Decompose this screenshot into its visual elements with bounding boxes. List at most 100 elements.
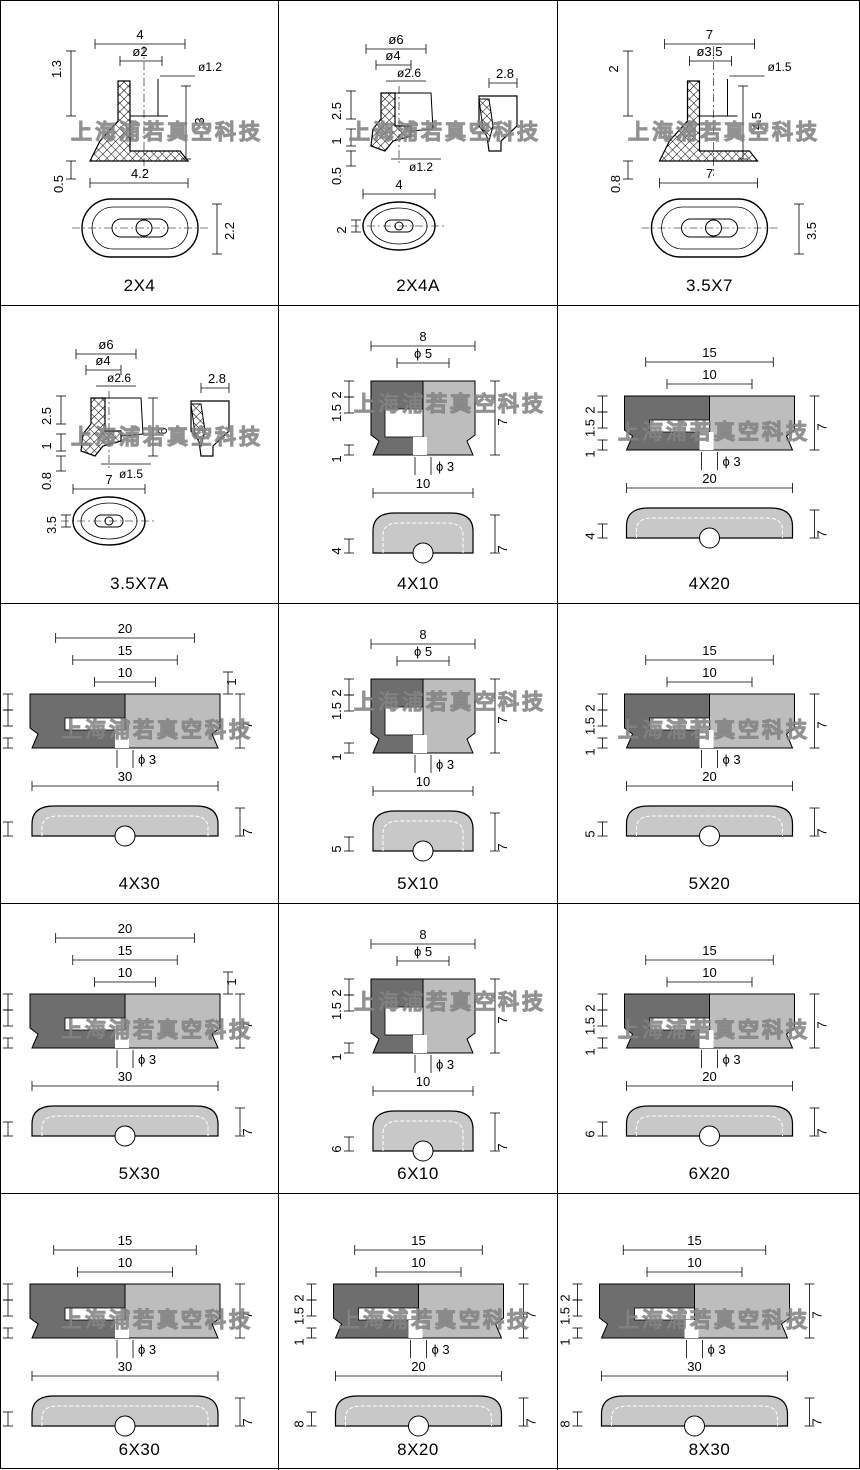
cup-cavity [634, 1307, 695, 1321]
dimension-label: 5 [329, 845, 344, 852]
dimension-label: 7 [524, 1418, 539, 1425]
dimension-label: 8 [419, 927, 426, 942]
dimension-label: ϕ 3 [722, 752, 740, 767]
model-title: 6X20 [688, 1164, 731, 1183]
dimension-label: 6 [583, 1130, 598, 1137]
model-title: 6X10 [397, 1164, 439, 1183]
dimension-label: 7 [810, 1311, 825, 1318]
dimension-label: 2 [1, 704, 3, 711]
dimension-label: 2 [583, 406, 598, 413]
dimension-label: 6 [155, 427, 170, 434]
model-title: 8X30 [688, 1440, 731, 1459]
dimension-label: 1.5 [583, 717, 598, 735]
dimension-label: ϕ 3 [138, 1052, 156, 1067]
dimension-label: 7 [815, 530, 830, 537]
plan-hole [699, 1125, 720, 1147]
cup-bore [413, 1035, 427, 1053]
dimension-label: 7 [240, 1311, 255, 1318]
dimension-label: 7 [815, 423, 830, 430]
dimension-label: 8 [292, 1420, 307, 1427]
model-title: 3.5X7A [110, 574, 169, 593]
dimension-label: ϕ 3 [431, 1342, 449, 1357]
model-title: 5X20 [688, 874, 731, 893]
dimension-label: ϕ 3 [436, 459, 454, 474]
dimension-label: 15 [702, 345, 716, 360]
plan-inner [41, 815, 209, 836]
cup-cavity [384, 706, 424, 736]
cup-bore [115, 730, 129, 748]
cup-bore [684, 1320, 699, 1338]
dimension-label: 2 [558, 1294, 573, 1301]
dimension-label: 7 [810, 1418, 825, 1425]
dimension-label: 4 [329, 547, 344, 554]
dimension-label: 1.5 [583, 1017, 598, 1035]
plan-hole [699, 527, 720, 549]
cup-section-light [422, 978, 476, 1054]
dimension-label: 7 [495, 545, 510, 552]
dimension-label: ø2.6 [397, 66, 421, 80]
dimension-label: ø2.6 [107, 371, 131, 385]
dimension-label: 1 [558, 1338, 573, 1345]
cup-section-light [422, 380, 476, 456]
cup-cavity [64, 1017, 126, 1031]
dimension-label: 1.5 [1, 717, 3, 735]
dimension-label: 10 [416, 774, 430, 789]
dimension-label: 10 [702, 367, 716, 382]
dimension-label: ϕ 3 [138, 1342, 156, 1357]
cup-section-light [709, 395, 795, 451]
dimension-label: 4 [1, 830, 3, 837]
dimension-label: 7 [706, 166, 713, 181]
dimension-label: 6 [329, 1145, 344, 1152]
model-title: 2X4 [123, 276, 156, 295]
outline [395, 92, 434, 132]
dimension-label: 1 [224, 678, 239, 685]
dimension-label: 20 [118, 921, 132, 936]
dimension-label: ϕ 3 [722, 454, 740, 469]
dimension-label: 1.5 [292, 1307, 307, 1325]
cup-bore [408, 1320, 423, 1338]
dimension-label: ϕ 5 [414, 944, 432, 959]
dimension-label: 20 [702, 769, 716, 784]
dimension-label: 10 [416, 476, 430, 491]
cup-bore [115, 1320, 129, 1338]
dimension-label: 1.5 [1, 1017, 3, 1035]
plan-inner [636, 517, 783, 538]
plan-outline [31, 1395, 219, 1427]
dimension-label: 20 [702, 471, 716, 486]
plan-inner [41, 1115, 209, 1136]
dimension-label: 4 [395, 177, 402, 192]
dimension-label: 20 [118, 621, 132, 636]
dimension-label: 8 [419, 627, 426, 642]
dimension-label: 1 [1, 748, 3, 755]
dimension-label: 7 [240, 828, 255, 835]
plan-inner [636, 815, 783, 836]
dimension-label: 3 [192, 117, 207, 124]
dimension-label: ϕ 3 [722, 1052, 740, 1067]
plan-inner [345, 1405, 492, 1426]
dimension-label: 10 [687, 1255, 701, 1270]
dimension-label: 1.5 [329, 1002, 344, 1020]
dimension-label: 2.5 [329, 102, 344, 120]
dimension-label: ϕ 5 [414, 644, 432, 659]
plan-inner [636, 1115, 783, 1136]
plan-hole [114, 1125, 136, 1147]
dimension-label: 2 [334, 226, 349, 233]
dimension-label: 1 [39, 442, 54, 449]
dimension-label: 1 [292, 1338, 307, 1345]
dimension-label: 2 [1, 1004, 3, 1011]
dimension-label: 2.8 [496, 66, 514, 81]
plan-hole [684, 1415, 705, 1437]
model-title: 5X30 [118, 1164, 161, 1183]
dimension-label: 1.3 [49, 60, 64, 78]
